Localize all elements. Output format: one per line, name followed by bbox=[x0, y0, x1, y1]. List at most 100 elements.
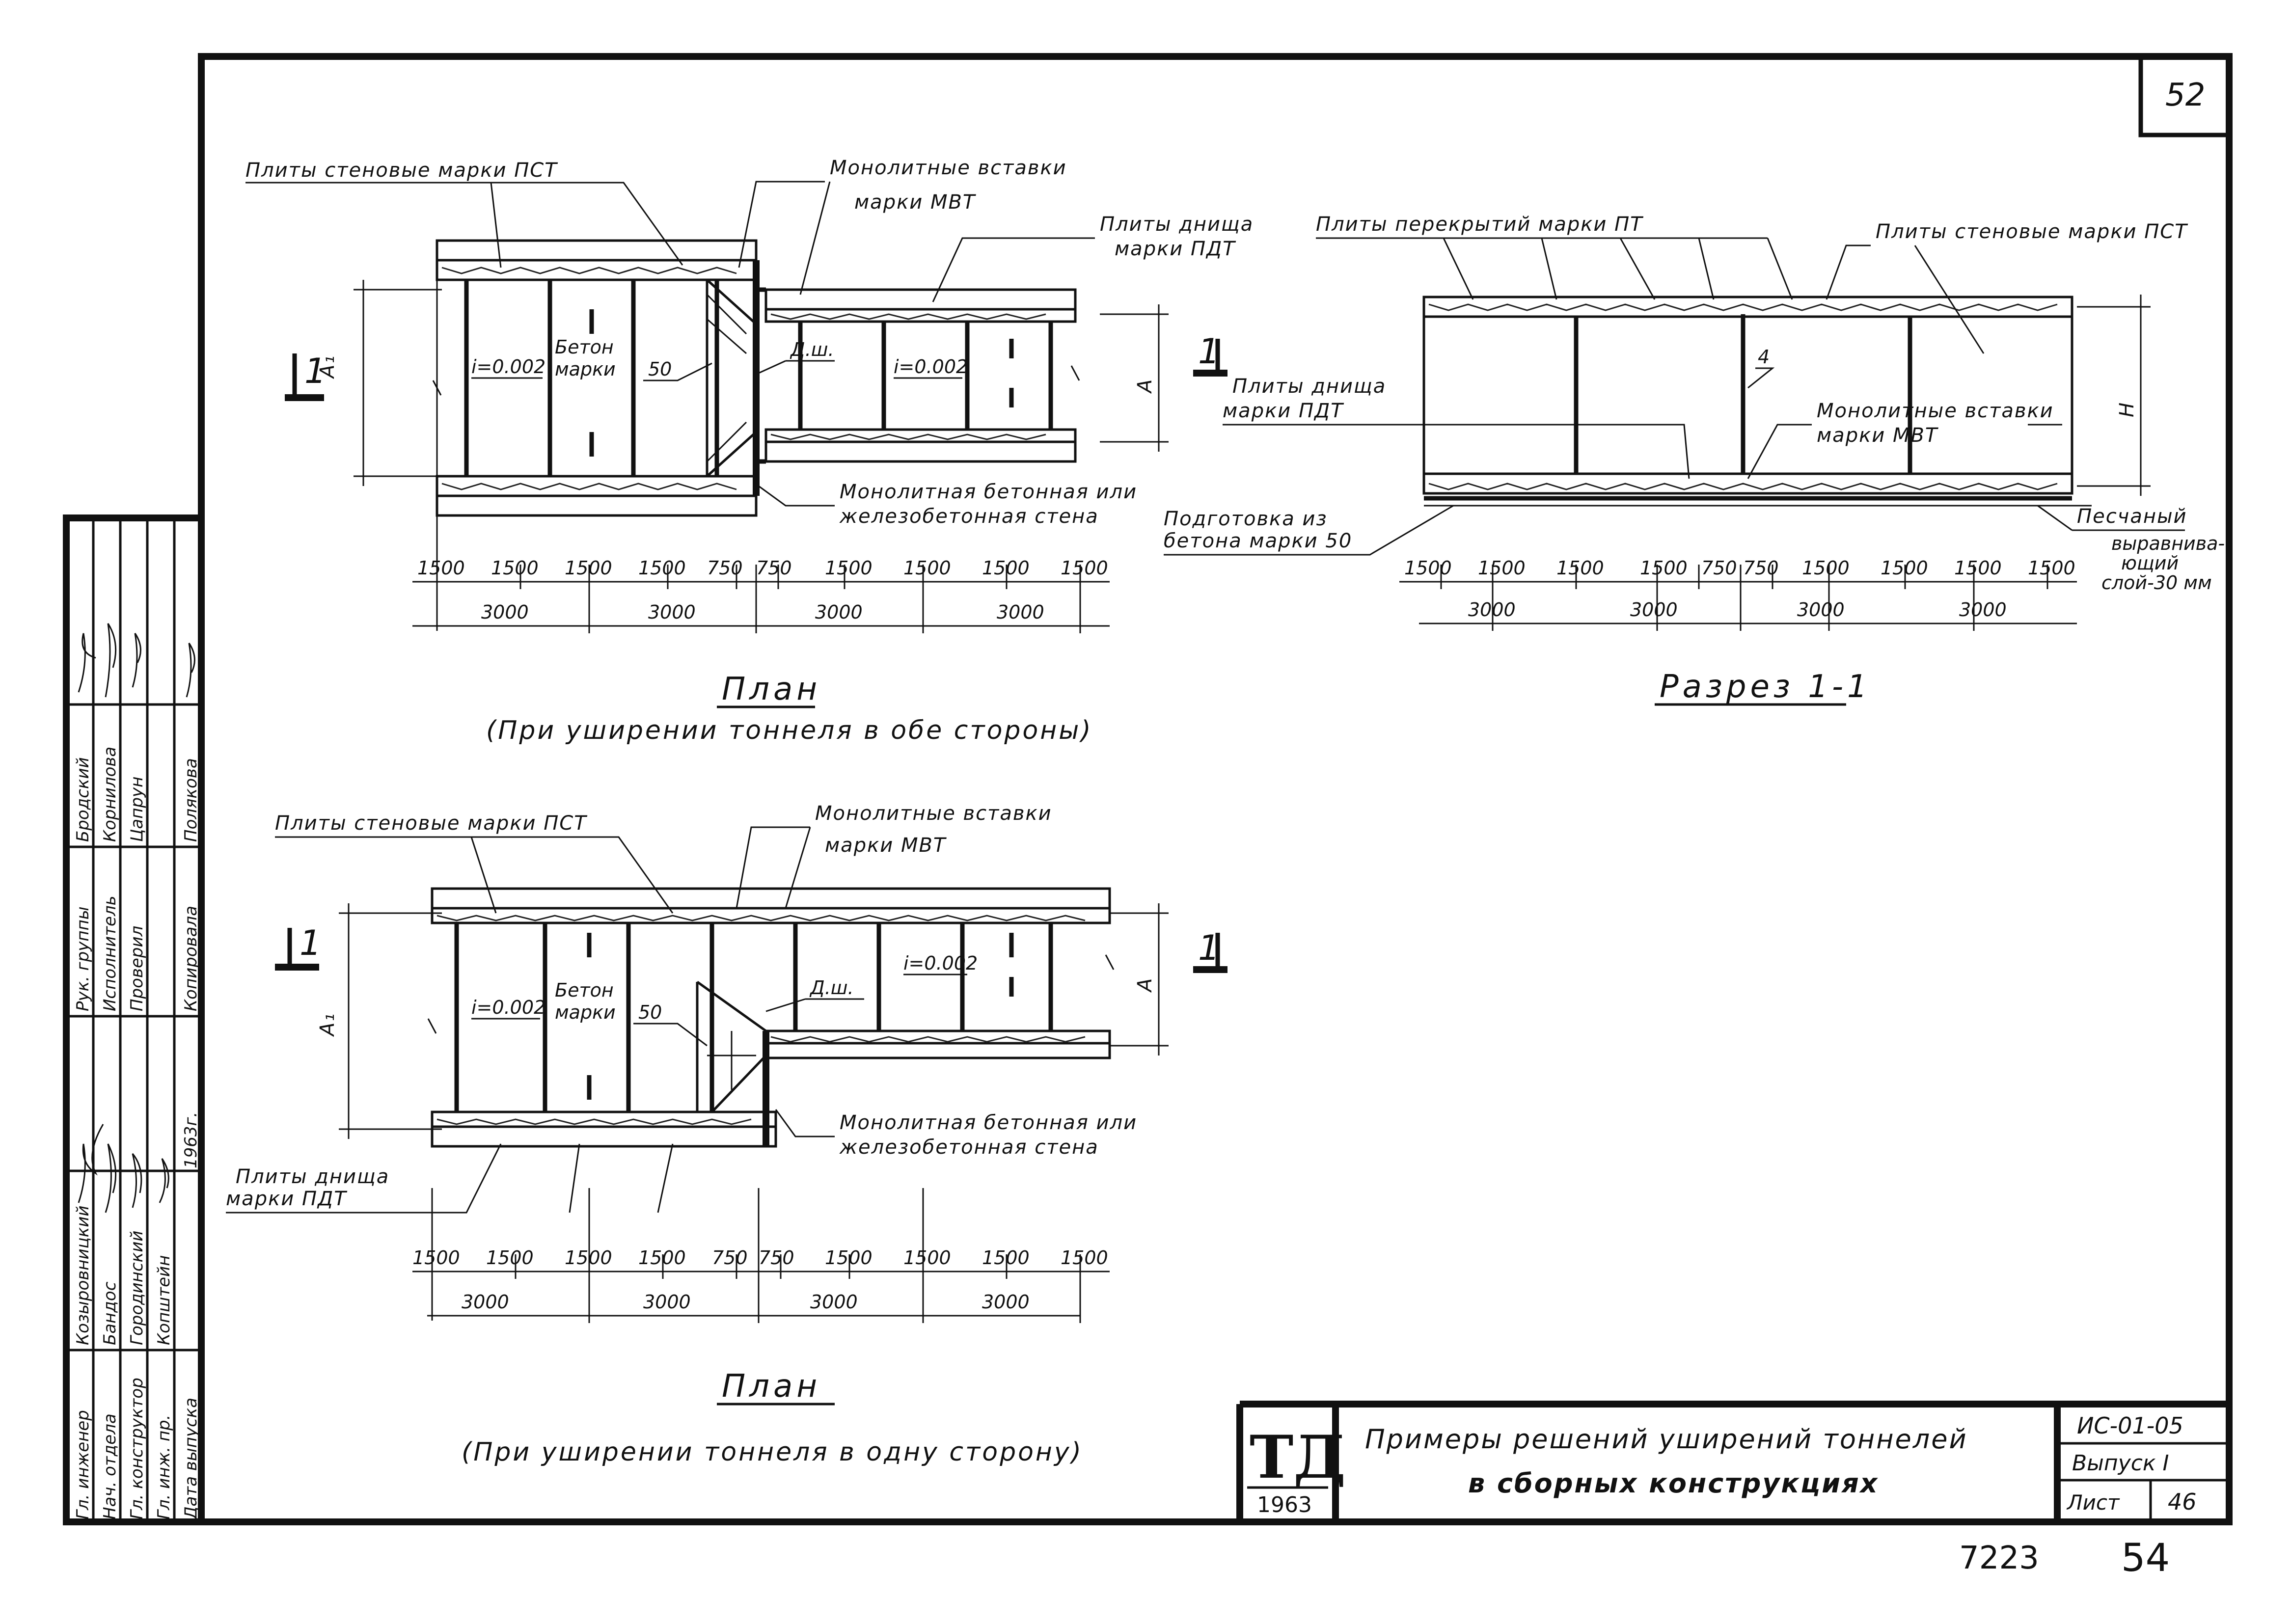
drain-label: Д.ш. bbox=[790, 339, 834, 360]
svg-text:1: 1 bbox=[304, 351, 327, 391]
plan-top-subtitle: (При уширении тоннеля в обе стороны) bbox=[486, 716, 1093, 745]
svg-text:1500: 1500 bbox=[825, 1247, 873, 1269]
plan-top-title: План bbox=[722, 671, 821, 707]
svg-text:3000: 3000 bbox=[1959, 599, 2007, 621]
svg-text:1963: 1963 bbox=[1257, 1492, 1312, 1517]
slope-left-bottom: i=0.002 bbox=[471, 997, 545, 1018]
svg-text:3000: 3000 bbox=[815, 601, 863, 623]
label-roof-plates: Плиты перекрытий марки ПТ bbox=[1316, 213, 1644, 236]
drawing-title-line2: в сборных конструкциях bbox=[1468, 1468, 1879, 1499]
section-dims-small-row: 1500 1500 1500 1500 750 750 1500 1500 15… bbox=[1404, 557, 2075, 579]
svg-text:1500: 1500 bbox=[491, 557, 539, 579]
page-number: 54 bbox=[2121, 1536, 2170, 1580]
stamp-row4-name: Копштейн bbox=[154, 1255, 174, 1345]
label-sand-2: выравнива- bbox=[2111, 533, 2225, 554]
dim-ticks-bottom bbox=[431, 1188, 1081, 1323]
title-block: ТД 1963 Примеры решений уширений тоннеле… bbox=[1236, 1401, 2229, 1580]
label-mono-inserts: Монолитные вставки bbox=[830, 157, 1067, 179]
section-mark-right-bottom: 1 bbox=[1193, 928, 1227, 973]
svg-text:1500: 1500 bbox=[903, 1247, 951, 1269]
stamp-row5-date: 1963г. bbox=[181, 1112, 201, 1168]
dim-ticks-top bbox=[436, 515, 1081, 633]
svg-text:1500: 1500 bbox=[638, 1247, 686, 1269]
wall-strip-bottom-right bbox=[764, 1029, 1111, 1045]
svg-text:3000: 3000 bbox=[1797, 599, 1845, 621]
label-prep-1: Подготовка из bbox=[1164, 508, 1328, 530]
stamp-row8-title: Проверил bbox=[127, 926, 147, 1011]
section-dim-ticks bbox=[1440, 565, 2048, 631]
section-mark-left-bottom: 1 bbox=[275, 923, 323, 971]
slope-right-bottom: i=0.002 bbox=[903, 952, 978, 974]
wall-strip-top bbox=[431, 887, 1111, 910]
label-wall-plates-bottom: Плиты стеновые марки ПСТ bbox=[275, 812, 588, 835]
svg-text:1500: 1500 bbox=[982, 1247, 1030, 1269]
svg-text:1500: 1500 bbox=[982, 557, 1030, 579]
label-bottom-plates-bottom: Плиты днища bbox=[236, 1165, 389, 1188]
archive-number: 7223 bbox=[1959, 1540, 2039, 1576]
svg-text:1500: 1500 bbox=[417, 557, 465, 579]
label-prep-2: бетона марки 50 bbox=[1164, 530, 1352, 552]
dims-large-row-bottom: 3000 3000 3000 3000 bbox=[462, 1291, 1030, 1313]
label-bottom-plates: Плиты днища bbox=[1100, 213, 1254, 236]
plan-bottom: А₁ А 1 1 i=0.002 Бетон марки 50 Д.ш. i=0… bbox=[226, 802, 1227, 1467]
svg-text:1500: 1500 bbox=[412, 1247, 460, 1269]
svg-text:1: 1 bbox=[300, 923, 323, 963]
svg-text:3000: 3000 bbox=[1630, 599, 1678, 621]
label-section-wall-plates: Плиты стеновые марки ПСТ bbox=[1876, 220, 2188, 243]
section-mark-right: 1 bbox=[1193, 331, 1227, 377]
svg-text:1500: 1500 bbox=[825, 557, 873, 579]
svg-text:3000: 3000 bbox=[810, 1291, 858, 1313]
svg-text:1500: 1500 bbox=[1061, 1247, 1108, 1269]
issue-label: Выпуск I bbox=[2072, 1451, 2169, 1476]
section-1-1: Н 4 Плиты перекрытий марки ПТ Плиты стен… bbox=[1164, 213, 2225, 706]
label-section-mono-inserts-mark: марки МВТ bbox=[1817, 424, 1939, 447]
sheet-number: 52 bbox=[2165, 77, 2205, 113]
axis-a-label: А bbox=[1134, 379, 1156, 394]
svg-text:750: 750 bbox=[707, 557, 743, 579]
concrete-label-2-bottom: марки bbox=[555, 1001, 616, 1023]
dims-large-row: 3000 3000 3000 3000 bbox=[481, 601, 1044, 623]
stamp-row3-name: Городинский bbox=[127, 1231, 147, 1345]
stamp-row7-title: Исполнитель bbox=[100, 895, 120, 1011]
svg-text:1500: 1500 bbox=[565, 557, 612, 579]
svg-text:1500: 1500 bbox=[1640, 557, 1688, 579]
axis-a-label-bottom: А bbox=[1134, 977, 1156, 993]
drawing-code: ИС-01-05 bbox=[2077, 1412, 2183, 1439]
sheet-value: 46 bbox=[2168, 1489, 2197, 1515]
bottom-slab bbox=[1422, 472, 2073, 495]
plan-bottom-subtitle: (При уширении тоннеля в одну сторону) bbox=[462, 1437, 1083, 1467]
stamp-row6-name: Бродский bbox=[73, 757, 93, 842]
stamp-row1-title: Гл. инженер bbox=[73, 1410, 93, 1519]
section-mark-left: 1 bbox=[285, 351, 327, 401]
side-stamp: Гл. инженер Козыровницкий Нач. отдела Ба… bbox=[63, 514, 205, 1525]
wall-strip-top-right bbox=[764, 288, 1077, 311]
concrete-mark: 50 bbox=[648, 358, 672, 380]
label-sand-1: Песчаный bbox=[2077, 505, 2187, 528]
signatures bbox=[78, 623, 195, 1213]
drain-label-bottom: Д.ш. bbox=[809, 977, 854, 999]
svg-text:1500: 1500 bbox=[1954, 557, 2002, 579]
svg-text:1500: 1500 bbox=[1881, 557, 1928, 579]
drawing-title-line1: Примеры решений уширений тоннелей bbox=[1365, 1424, 1968, 1455]
svg-text:3000: 3000 bbox=[997, 601, 1044, 623]
plan-top: А₁ А 1 1 i=0.002 Бетон марки 50 Д.ш. i=0… bbox=[245, 157, 1254, 745]
stamp-row5-title: Дата выпуска bbox=[181, 1398, 201, 1520]
label-mono-wall-2-bottom: железобетонная стена bbox=[839, 1136, 1099, 1159]
stamp-row8-name: Цапрун bbox=[127, 777, 147, 842]
stamp-row9-title: Копировала bbox=[181, 906, 201, 1011]
mark-4: 4 bbox=[1758, 346, 1770, 368]
label-section-mono-inserts: Монолитные вставки bbox=[1817, 400, 2054, 422]
svg-text:1500: 1500 bbox=[1556, 557, 1604, 579]
sheet-label: Лист bbox=[2066, 1490, 2120, 1515]
svg-text:3000: 3000 bbox=[982, 1291, 1030, 1313]
label-bottom-plates-mark: марки ПДТ bbox=[1115, 238, 1236, 260]
stamp-row4-title: Гл. инж. пр. bbox=[154, 1415, 174, 1519]
concrete-label-2: марки bbox=[555, 358, 616, 380]
svg-text:750: 750 bbox=[756, 557, 792, 579]
section-title: Разрез 1-1 bbox=[1660, 669, 1871, 705]
concrete-mark-bottom: 50 bbox=[638, 1001, 662, 1023]
svg-text:1500: 1500 bbox=[565, 1247, 612, 1269]
td-logo: ТД 1963 bbox=[1247, 1423, 1346, 1517]
svg-text:1500: 1500 bbox=[1478, 557, 1526, 579]
